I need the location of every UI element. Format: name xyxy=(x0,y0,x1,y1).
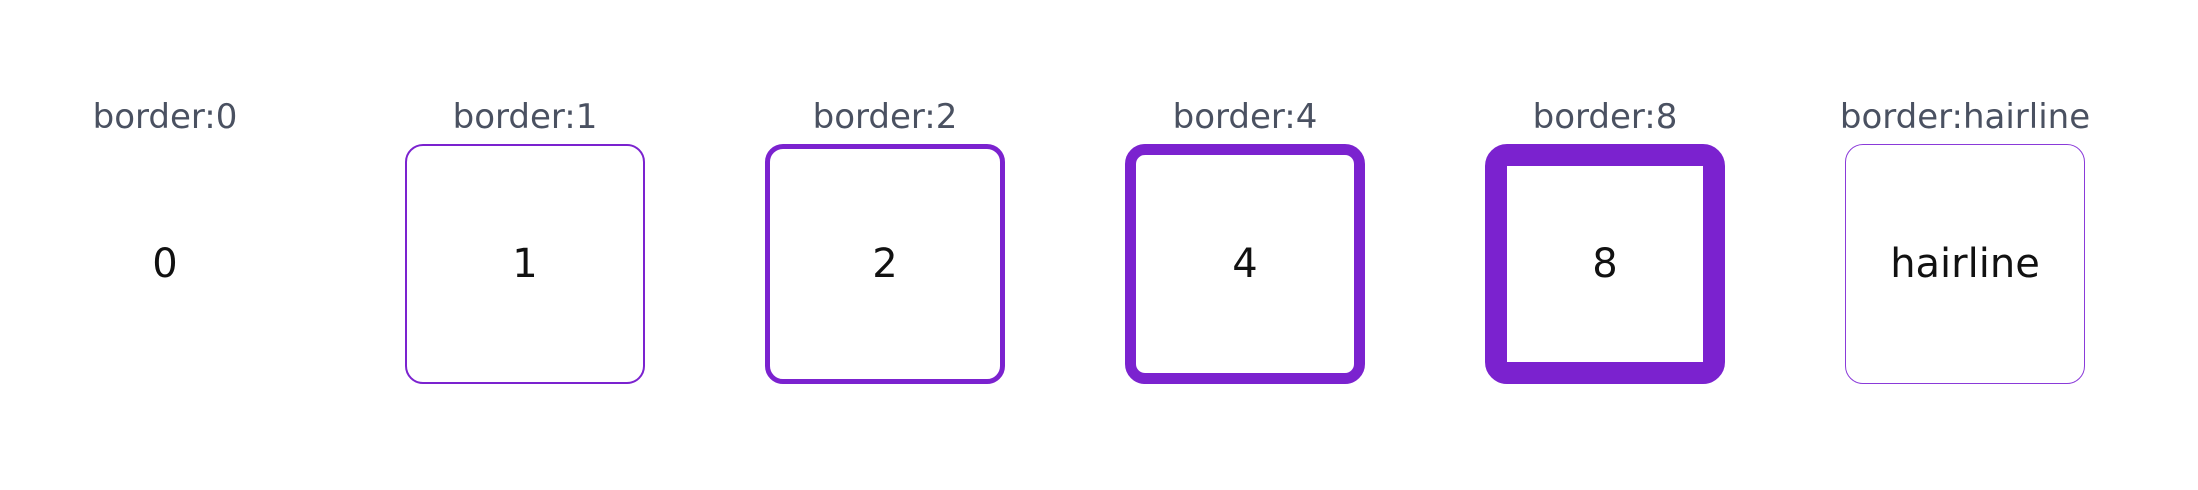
border-caption: border:4 xyxy=(1172,97,1318,137)
border-box: hairline xyxy=(1845,144,2085,384)
border-value: 1 xyxy=(512,241,538,287)
border-caption: border:0 xyxy=(92,97,238,137)
border-item-hairline: border:hairline hairline xyxy=(1835,0,2095,490)
border-item-2: border:2 2 xyxy=(755,0,1015,490)
border-value: 8 xyxy=(1592,241,1618,287)
border-item-1: border:1 1 xyxy=(395,0,655,490)
border-caption: border:8 xyxy=(1532,97,1678,137)
border-value: hairline xyxy=(1890,241,2040,287)
border-caption: border:2 xyxy=(812,97,958,137)
border-box: 1 xyxy=(405,144,645,384)
border-caption: border:hairline xyxy=(1839,97,2091,137)
border-box: 8 xyxy=(1485,144,1725,384)
border-value: 4 xyxy=(1232,241,1258,287)
border-value: 0 xyxy=(152,241,178,287)
border-item-4: border:4 4 xyxy=(1115,0,1375,490)
border-value: 2 xyxy=(872,241,898,287)
border-box: 2 xyxy=(765,144,1005,384)
border-caption: border:1 xyxy=(452,97,598,137)
border-box: 4 xyxy=(1125,144,1365,384)
border-item-8: border:8 8 xyxy=(1475,0,1735,490)
border-box: 0 xyxy=(45,144,285,384)
border-item-0: border:0 0 xyxy=(35,0,295,490)
